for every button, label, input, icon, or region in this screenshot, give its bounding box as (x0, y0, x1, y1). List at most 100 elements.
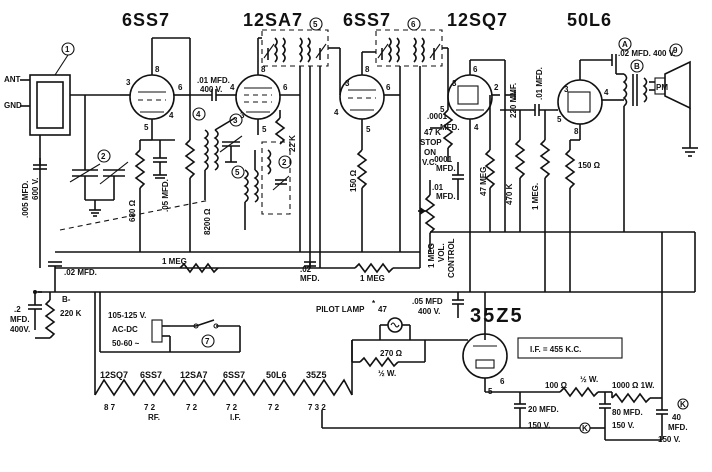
pin-t2-6: 6 (283, 83, 288, 92)
resistor-470k (514, 110, 526, 232)
marker-K1: K (579, 422, 591, 434)
control-label: CONTROL (447, 238, 456, 278)
pin-t5-4: 4 (604, 88, 609, 97)
resistor-47meg (484, 95, 496, 232)
pin-t1-6: 6 (178, 83, 183, 92)
pin-t4-4: 4 (474, 123, 479, 132)
pin-rect-6: 6 (500, 377, 505, 386)
if-frequency-box (517, 337, 623, 359)
resistor-100-watt: ½ W. (580, 375, 598, 384)
cap-005-volt: 600 V. (31, 178, 40, 200)
cap-02-mid (304, 261, 316, 268)
resistor-1meg-c-label: 1 MEG (360, 274, 385, 283)
tuning-capacitor-4 (219, 135, 243, 163)
svg-text:5: 5 (313, 20, 318, 29)
speaker: PM (649, 60, 691, 110)
acdc-label: AC-DC (112, 325, 138, 334)
resistor-150-output-label: 150 Ω (578, 161, 601, 170)
heater-sub-if: I.F. (230, 413, 241, 422)
marker-2: 2 (97, 149, 111, 163)
marker-4: 4 (192, 107, 206, 121)
tube-6ss7-rf (120, 38, 190, 140)
pin-t4-2: 2 (494, 83, 499, 92)
hz-label: 50-60 ~ (112, 339, 140, 348)
pilot-asterisk: * (372, 299, 376, 308)
ground-speaker (682, 108, 698, 157)
resistor-270 (351, 340, 426, 368)
resistor-47k (442, 95, 454, 162)
cap-02-top-label: .02 MFD. 400 V. (618, 49, 676, 58)
cap-40mfd (656, 398, 668, 440)
power-switch (169, 319, 241, 353)
heater-tube-6ss7-rf: 6SS7 (140, 370, 162, 380)
marker-7: 7 (201, 334, 215, 348)
cap-40-label: 40 (672, 413, 681, 422)
antenna-loop (20, 74, 71, 136)
resistor-1meg-c (354, 262, 394, 274)
cap-0001b (452, 162, 464, 200)
tube-title-12sa7: 12SA7 (243, 10, 303, 30)
heater-pins-50l6: 7 2 (268, 403, 280, 412)
svg-text:K: K (680, 400, 686, 409)
marker-6: 6 (407, 17, 421, 31)
svg-text:1: 1 (65, 45, 70, 54)
cap-01b-mfd: MFD. (436, 192, 456, 201)
heater-sub-rf: RF. (148, 413, 160, 422)
output-transformer (615, 66, 648, 107)
pin-t4-5: 5 (440, 105, 445, 114)
pilot-lamp-label: PILOT LAMP (316, 305, 365, 314)
voltage-label: 105-125 V. (108, 311, 146, 320)
b-minus-label: B- (62, 295, 71, 304)
resistor-1meg-b (539, 110, 551, 292)
cap-80-volt: 150 V. (612, 421, 634, 430)
resistor-22k-label: 22 K (288, 135, 297, 152)
cap-01c (500, 104, 556, 116)
svg-text:A: A (622, 40, 628, 49)
cap-05-label: .05 MFD. (161, 179, 170, 212)
pin-t5-3: 3 (564, 85, 569, 94)
cap-005-label: .005 MFD. (21, 181, 30, 218)
pin-t2-8: 8 (261, 65, 266, 74)
cap-2-volt: 400V. (10, 325, 30, 334)
heater-tube-50l6: 50L6 (266, 370, 287, 380)
cap-05b-label: .05 MFD (412, 297, 443, 306)
resistor-680 (134, 149, 146, 252)
rf-coil-4 (203, 117, 236, 200)
marker-B: B (630, 59, 644, 73)
tube-title-12sq7: 12SQ7 (447, 10, 508, 30)
on-label: ON (424, 148, 436, 157)
cap-40-mfd: MFD. (668, 423, 688, 432)
tube-title-6ss7-if: 6SS7 (343, 10, 391, 30)
pilot-lamp (352, 317, 425, 341)
cap-220mmf (505, 90, 516, 100)
pin-t3-8: 8 (365, 65, 370, 74)
cap-01-coupling (190, 89, 232, 101)
if-transformer-6 (375, 29, 443, 67)
pin-t3-6: 6 (386, 83, 391, 92)
resistor-22k (274, 117, 286, 145)
cap-01c-label: .01 MFD. (535, 67, 544, 100)
cap-20mfd (514, 392, 526, 428)
resistor-150-if (356, 140, 368, 252)
resistor-47k-label: 47 K (424, 128, 441, 137)
cap-20-volt: 150 V. (528, 421, 550, 430)
pin-t2-5: 5 (262, 125, 267, 134)
resistor-8200 (184, 125, 196, 252)
cap-2mfd (28, 292, 42, 330)
cap-40-volt: 150 V. (658, 435, 680, 444)
resistor-220k (35, 292, 56, 339)
cap-2-mfd: MFD. (10, 315, 30, 324)
heater-pins-6ss7-rf: 7 2 (144, 403, 156, 412)
cap-05b-volt: 400 V. (418, 307, 440, 316)
cap-02-mid-mfd: MFD. (300, 274, 320, 283)
cap-20-label: 20 MFD. (528, 405, 559, 414)
pin-t1-5: 5 (144, 123, 149, 132)
cap-0001a-mfd: MFD. (440, 123, 460, 132)
resistor-1meg-b-label: 1 MEG. (531, 183, 540, 210)
tube-35z5 (462, 333, 508, 392)
pin-t2-3: 3 (240, 111, 245, 120)
heater-pins-12sq7: 8 7 (104, 403, 116, 412)
gnd-label: GND (4, 101, 22, 110)
svg-text:5: 5 (235, 168, 240, 177)
